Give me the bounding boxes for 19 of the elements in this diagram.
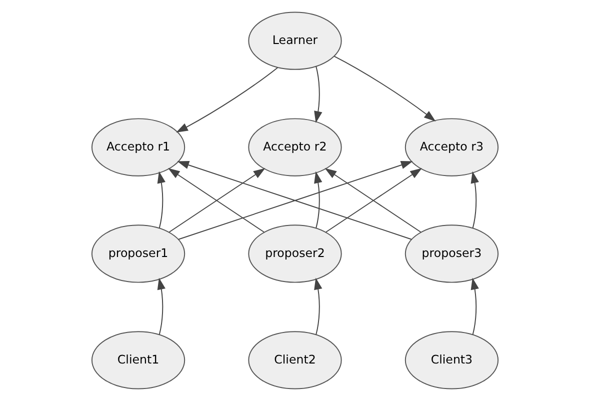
arrow	[176, 67, 278, 133]
arrow	[156, 171, 165, 229]
arrow	[470, 171, 478, 229]
node-ellipse: proposer1	[90, 224, 185, 283]
node-ellipse: Accepto r1	[90, 118, 185, 176]
node-ellipse: proposer3	[404, 224, 498, 283]
node-ellipse: Accepto r2	[248, 118, 342, 176]
node-ellipse: Client1	[90, 331, 185, 390]
arrow	[333, 56, 436, 122]
node-ellipse: Accepto r3	[404, 118, 498, 176]
arrow	[314, 66, 322, 124]
node-ellipse: Client2	[248, 331, 342, 390]
arrow	[470, 278, 478, 335]
arrow	[314, 171, 322, 229]
arrow	[156, 278, 165, 335]
node-ellipse: proposer2	[248, 224, 342, 283]
arrow	[314, 278, 322, 335]
node-ellipse: Learner	[248, 12, 342, 70]
node-ellipse: Client3	[404, 331, 498, 390]
